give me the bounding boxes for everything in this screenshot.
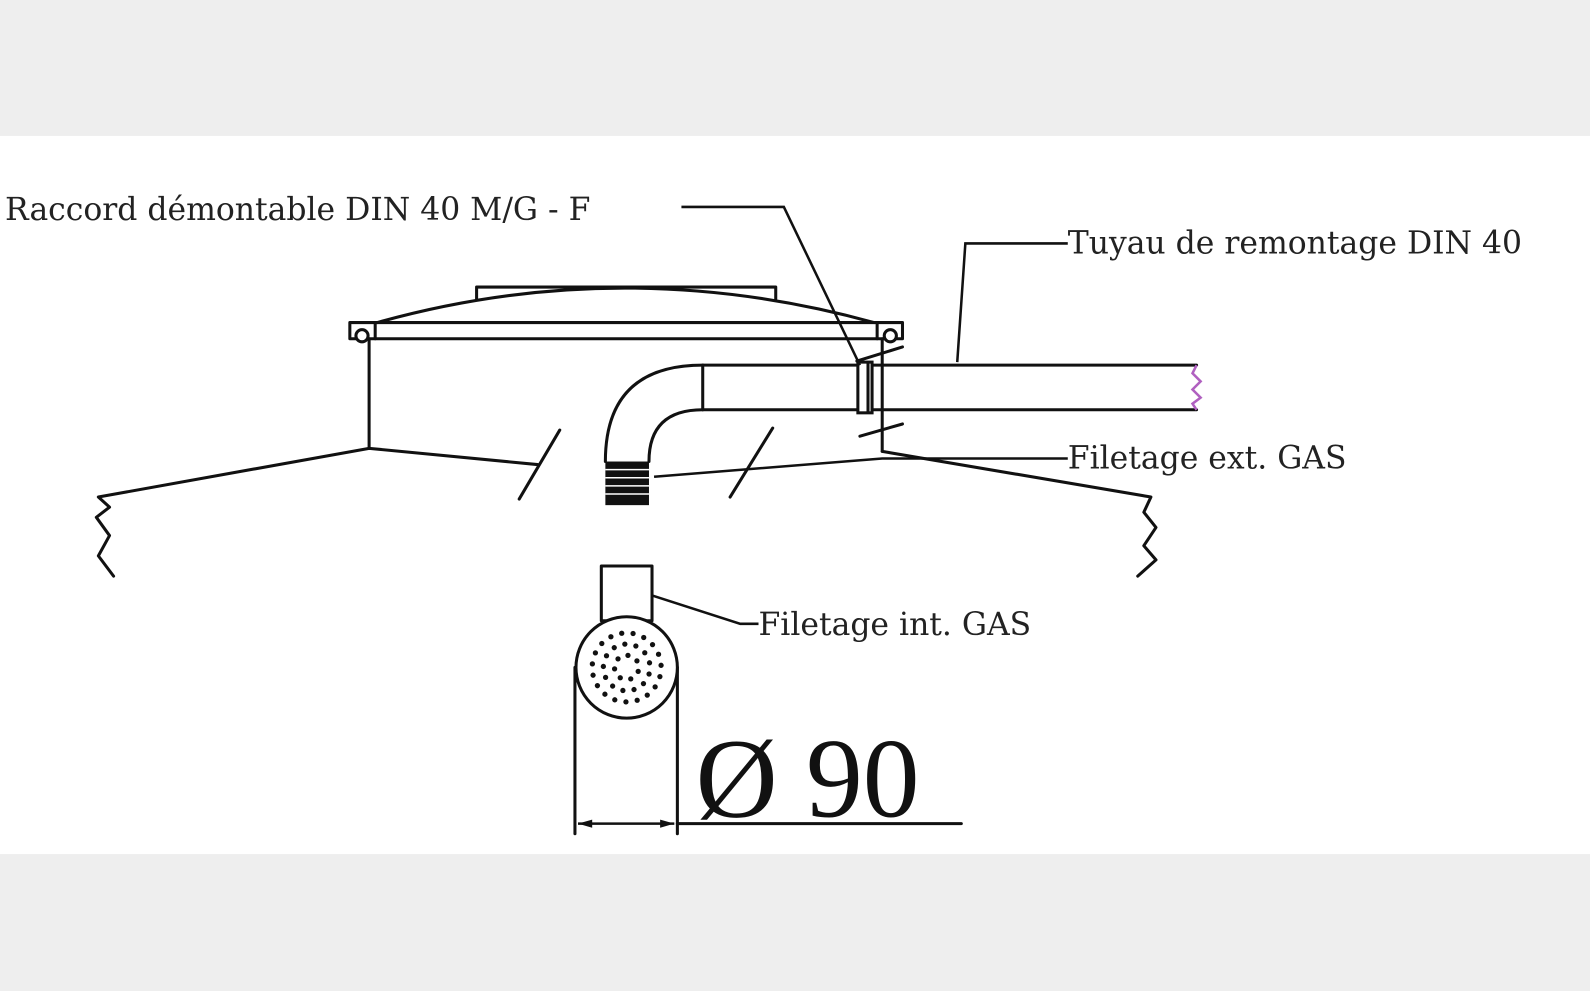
perforation-dot (622, 641, 628, 647)
perforation-dot (589, 661, 596, 667)
perforation-dot (657, 673, 663, 680)
leader-raccord (681, 205, 862, 366)
diameter-dimension: Ø 90 (696, 716, 920, 842)
perforation-dot (652, 684, 658, 690)
perforation-dot (602, 674, 609, 681)
perforation-dot (619, 630, 625, 636)
tank-outline (94, 337, 1158, 578)
label-filetage-ext: Filetage ext. GAS (1068, 441, 1347, 477)
manhole-lid (348, 285, 905, 344)
perforation-dot (633, 643, 639, 649)
perforation-dot (599, 640, 605, 647)
label-filetage-int: Filetage int. GAS (758, 607, 1031, 643)
perforation-dot (630, 630, 636, 637)
leader-filetage-int (651, 594, 759, 626)
label-tuyau: Tuyau de remontage DIN 40 (1068, 226, 1522, 262)
perforation-dot (608, 634, 614, 640)
perforation-dot (634, 697, 640, 703)
external-thread (605, 461, 649, 506)
perforation-dot (641, 634, 647, 641)
perforation-dot (609, 683, 616, 689)
perforation-dot (625, 652, 631, 658)
perforation-dot (590, 672, 596, 678)
strainer (573, 564, 963, 836)
perforation-dot (640, 680, 647, 687)
perforation-dot (658, 662, 664, 668)
perforation-dot (623, 699, 629, 705)
perforation-dot (602, 691, 608, 697)
perforation-dot (620, 687, 626, 694)
perforation-dot (649, 641, 656, 648)
perforation-dot (612, 697, 618, 703)
perforation-dot (631, 686, 637, 693)
label-raccord: Raccord démontable DIN 40 M/G - F (5, 192, 590, 228)
perforation-dot (594, 683, 601, 689)
perforation-dot (646, 660, 653, 666)
perforation-dot (603, 653, 610, 659)
perforation-dot (646, 671, 652, 677)
perforation-dot (635, 668, 641, 675)
perforation-dot (634, 658, 640, 664)
perforation-dot (644, 692, 650, 698)
perforation-dot (592, 650, 599, 656)
union-fitting (856, 360, 874, 415)
leader-tuyau (955, 242, 1068, 363)
hinge-bolt-left (354, 328, 370, 344)
perforation-dot (642, 650, 648, 656)
perforation-dot (600, 663, 607, 670)
leader-filetage-ext (653, 457, 1068, 478)
perforation-dot (617, 675, 623, 681)
perforation-dot (628, 676, 634, 682)
hinge-bolt-right (882, 328, 898, 344)
riser-pipe (603, 345, 1203, 506)
perforation-dot (611, 645, 617, 651)
drawing-canvas (0, 135, 1590, 855)
perforation-dot (611, 666, 618, 672)
perforation-dot (615, 656, 621, 662)
pipe-break-mark (1190, 364, 1203, 411)
perforation-dot (655, 651, 662, 657)
